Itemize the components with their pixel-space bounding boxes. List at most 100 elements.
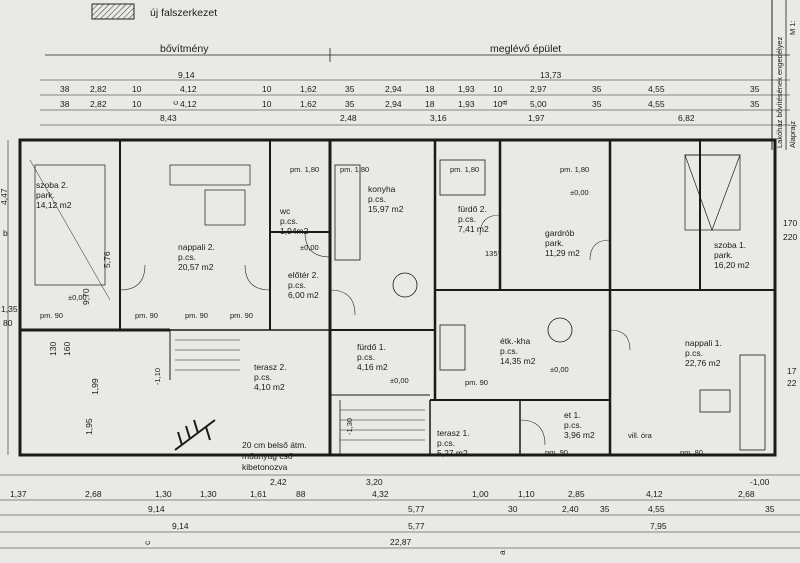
title-block-line2: M 1: [788, 20, 797, 35]
dim-top-row1-4: 10 [262, 84, 272, 94]
dim-top-row3-0: 8,43 [160, 113, 177, 123]
dim-left-6: 80 [3, 318, 13, 328]
dim-bottom-overall: 22,87 [390, 537, 412, 547]
door-swings [119, 214, 631, 446]
dim-bottom-row1-11: 2,68 [738, 489, 755, 499]
room-name: előtér 2. [288, 270, 319, 280]
pipe-note-3: kibetonozva [242, 462, 288, 472]
dim-right-3: 22 [787, 378, 797, 388]
room-floor: p.cs. [357, 352, 375, 362]
room-label: et 1.p.cs.3,96 m2 [564, 410, 595, 440]
dim-top-overall-1: 13,73 [540, 70, 562, 80]
dim-right-2: 17 [787, 366, 797, 376]
dim-top-row2-6: 35 [345, 99, 355, 109]
angle-label: 135° [485, 249, 501, 258]
pm-label-terasz1: pm. 90 [545, 448, 568, 457]
dim-bottom-row1-6: 4,32 [372, 489, 389, 499]
dim-right-0: 170 [783, 218, 797, 228]
dim-bottom-row3-2: 7,95 [650, 521, 667, 531]
dim-top-row2-9: 1,93 [458, 99, 475, 109]
room-floor: p.cs. [288, 280, 306, 290]
legend-label: új falszerkezet [150, 7, 217, 19]
room-name: szoba 2. [36, 180, 68, 190]
room-name: nappali 2. [178, 242, 215, 252]
pm-label-konyha: pm. 1,80 [340, 165, 369, 174]
room-floor: p.cs. [564, 420, 582, 430]
room-label: szoba 2.park.14,12 m2 [36, 180, 72, 210]
dim-bottom-row2-0: 9,14 [148, 504, 165, 514]
dim-bottom-row1-5: 88 [296, 489, 306, 499]
room-name: gardrób [545, 228, 575, 238]
dim-left-2: 9,70 [81, 288, 91, 305]
room-name: terasz 2. [254, 362, 287, 372]
dim-bottom-row2-5: 4,55 [648, 504, 665, 514]
section-mark-a-top: a [499, 100, 509, 105]
dim-left-5: 1,35 [1, 304, 18, 314]
room-name: et 1. [564, 410, 581, 420]
room-area: 14,12 m2 [36, 200, 72, 210]
room-label: nappali 2.p.cs.20,57 m2 [178, 242, 215, 272]
pm-label-eloter: pm. 90 [230, 311, 253, 320]
pipe-note-2: műanyag cső [242, 451, 293, 461]
room-name: wc [279, 206, 291, 216]
room-area: 3,96 m2 [564, 430, 595, 440]
dim-top-row3-2: 3,16 [430, 113, 447, 123]
section-mark-a-bottom: a [497, 550, 507, 555]
title-block-line1: Lakóház bővítésének engedélyez [775, 36, 784, 148]
dim-bottom-row3-1: 5,77 [408, 521, 425, 531]
room-area: 16,20 m2 [714, 260, 750, 270]
room-floor: p.cs. [437, 438, 455, 448]
room-area: 4,10 m2 [254, 382, 285, 392]
dim-left-3: 1,99 [90, 378, 100, 395]
room-area: 4,16 m2 [357, 362, 388, 372]
room-label: terasz 1.p.cs.5,27 m2 [437, 428, 470, 458]
room-label: fürdő 2.p.cs.7,41 m2 [458, 204, 489, 234]
room-label: szoba 1.park.16,20 m2 [714, 240, 750, 270]
level-gardrob: ±0,00 [570, 188, 589, 197]
dim-top-row1-6: 35 [345, 84, 355, 94]
dim-top-row3-3: 1,97 [528, 113, 545, 123]
dim-left-8: 130 [48, 342, 58, 356]
level-furdo1: ±0,00 [390, 376, 409, 385]
room-name: étk.-kha [500, 336, 531, 346]
dim-top-row1-13: 4,55 [648, 84, 665, 94]
room-name: konyha [368, 184, 396, 194]
dim-bottom-row1-9: 2,85 [568, 489, 585, 499]
room-name: fürdő 1. [357, 342, 386, 352]
room-floor: p.cs. [368, 194, 386, 204]
title-block: Lakóház bővítésének engedélyez M 1: Alap… [771, 0, 797, 150]
section-mark-c-bottom: c [142, 540, 152, 545]
section-existing-label: meglévő épület [490, 43, 561, 55]
level-szoba2: ±0,00 [68, 293, 87, 302]
dim-top-row2-14: 35 [750, 99, 760, 109]
pipe-note-1: 20 cm belső átm. [242, 440, 307, 450]
dim-top-row2-2: 10 [132, 99, 142, 109]
dim-bottom-row1-8: 1,10 [518, 489, 535, 499]
pm-label-nappali1: pm. 80 [680, 448, 703, 457]
building-walls [18, 138, 777, 457]
room-floor: p.cs. [458, 214, 476, 224]
dim-bottom-row2-6: 35 [765, 504, 775, 514]
room-name: szoba 1. [714, 240, 746, 250]
level-terasz1: -1,30 [345, 418, 354, 435]
dim-bottom-row1-7: 1,00 [472, 489, 489, 499]
room-floor: p.cs. [254, 372, 272, 382]
room-label: terasz 2.p.cs.4,10 m2 [254, 362, 287, 392]
pm-label-nappali2: pm. 90 [185, 311, 208, 320]
room-area: 22,76 m2 [685, 358, 721, 368]
dim-bottom-row1-1: 2,68 [85, 489, 102, 499]
room-label: előtér 2.p.cs.6,00 m2 [288, 270, 319, 300]
dim-bottom-row2-4: 35 [600, 504, 610, 514]
dim-bottom-row2-1: 5,77 [408, 504, 425, 514]
dim-top-row2-0: 38 [60, 99, 70, 109]
section-mark-c-top: c [170, 100, 180, 105]
dim-top-row2-5: 1,62 [300, 99, 317, 109]
room-area: 1,94m2 [280, 226, 309, 236]
legend-hatch-swatch [91, 3, 135, 20]
bottom-dimensions [0, 474, 800, 549]
pm-label-szoba2-a: pm. 90 [40, 311, 63, 320]
title-block-line3: Alaprajz [788, 121, 797, 148]
dim-top-row2-1: 2,82 [90, 99, 107, 109]
